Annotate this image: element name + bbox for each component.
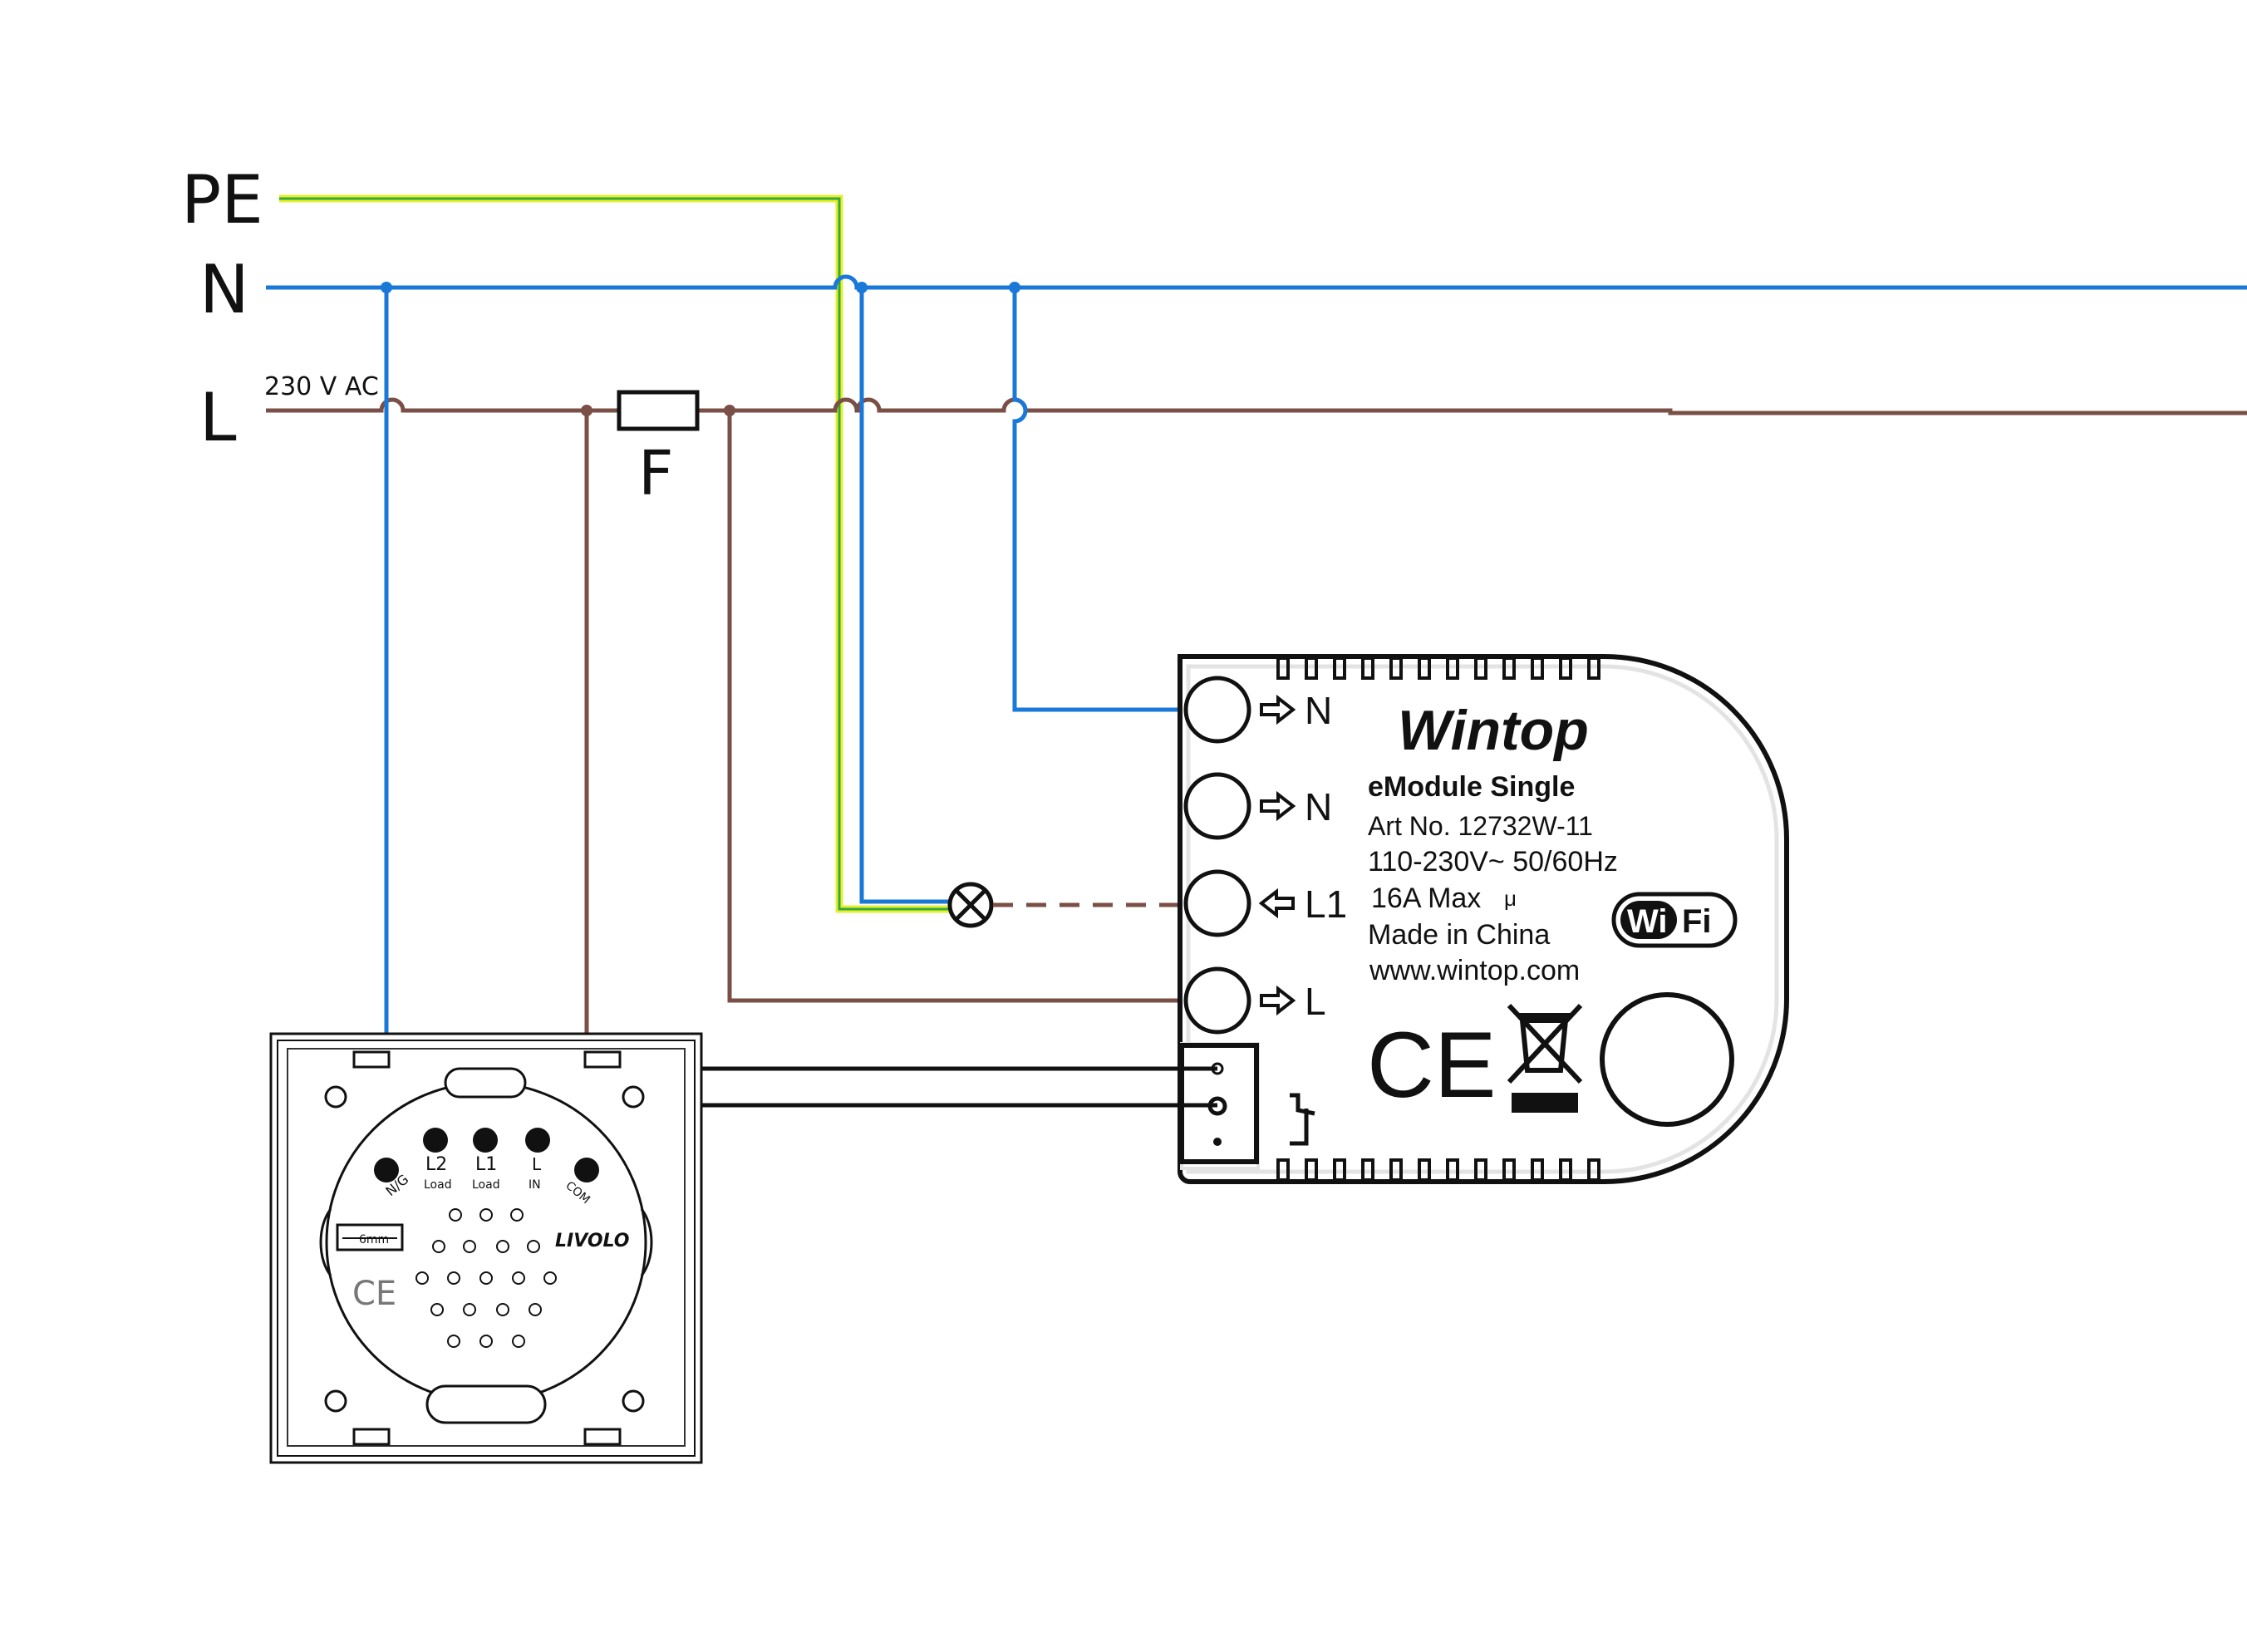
switch-terminal-label: L1 <box>475 1154 497 1175</box>
switch-terminal-l-in <box>525 1128 550 1153</box>
neutral-drop-module <box>1009 282 1188 712</box>
module-voltage: 110-230V~ 50/60Hz <box>1368 846 1618 878</box>
neutral-rail <box>266 274 2247 290</box>
label-fuse: F <box>638 438 674 509</box>
fuse <box>617 390 700 431</box>
module-model: eModule Single <box>1368 771 1575 803</box>
module-ce-mark: CE <box>1367 1013 1497 1117</box>
label-supply-voltage: 230 V AC <box>264 372 379 401</box>
livolo-switch: N/G L2 Load L1 Load L IN COM 6mm LIVOLO … <box>269 1032 703 1464</box>
weee-icon <box>1507 1003 1583 1113</box>
neutral-drop-switch <box>381 282 392 1170</box>
switch-terminal-label: L <box>532 1154 542 1174</box>
terminal-label: N <box>1305 689 1332 732</box>
arrow-out-icon <box>1258 887 1295 919</box>
module-website: www.wintop.com <box>1369 955 1580 986</box>
wifi-badge: Wi Fi <box>1611 892 1738 948</box>
wifi-badge-right: Fi <box>1682 903 1712 940</box>
live-drop-module <box>724 405 1194 1003</box>
switch-vent-holes <box>415 1208 557 1348</box>
module-button <box>1600 992 1734 1127</box>
module-brand-logo: Wintop <box>1398 699 1589 762</box>
switch-terminal-sublabel: IN <box>529 1178 541 1192</box>
switch-ce-mark: CE <box>352 1275 396 1313</box>
arrow-in-icon <box>1260 694 1296 725</box>
switch-terminal-l1 <box>473 1128 498 1153</box>
switch-terminal-sublabel: Load <box>472 1178 500 1192</box>
neutral-drop-lamp <box>856 282 950 904</box>
live-rail <box>266 397 2247 415</box>
pe-rail <box>279 194 971 913</box>
switch-terminal-ng <box>374 1158 399 1182</box>
lamp-symbol <box>947 882 994 928</box>
terminal-label: L <box>1305 980 1326 1023</box>
module-terminal-l1 <box>1183 869 1251 937</box>
label-pe: PE <box>181 161 263 238</box>
arrow-in-icon <box>1260 790 1296 822</box>
switch-terminal-l2 <box>423 1128 448 1153</box>
label-l: L <box>199 379 237 456</box>
module-terminal-n2 <box>1183 772 1251 840</box>
switch-terminal-com <box>574 1158 599 1182</box>
module-terminal-l <box>1183 966 1251 1035</box>
wifi-badge-left: Wi <box>1627 903 1668 940</box>
switch-brand: LIVOLO <box>555 1231 629 1251</box>
module-top-vents <box>1276 656 1600 680</box>
terminal-label: N <box>1305 785 1332 828</box>
module-terminal-n1 <box>1183 676 1251 744</box>
module-art-no: Art No. 12732W-11 <box>1368 811 1593 841</box>
module-bottom-vents <box>1276 1158 1600 1182</box>
label-n: N <box>199 251 249 328</box>
switch-terminal-sublabel: Load <box>424 1178 452 1192</box>
module-micro-symbol: μ <box>1504 886 1517 911</box>
terminal-label: L1 <box>1305 883 1347 926</box>
switch-terminal-label: L2 <box>425 1154 447 1175</box>
wintop-module: N N L1 L Wintop eModule Single Art No. 1… <box>1178 654 1789 1184</box>
module-origin: Made in China <box>1368 919 1550 951</box>
strip-gauge-label: 6mm <box>359 1233 389 1246</box>
strip-gauge-icon: 6mm <box>336 1223 404 1251</box>
arrow-in-icon <box>1260 985 1296 1016</box>
module-current: 16A Max <box>1371 883 1481 914</box>
